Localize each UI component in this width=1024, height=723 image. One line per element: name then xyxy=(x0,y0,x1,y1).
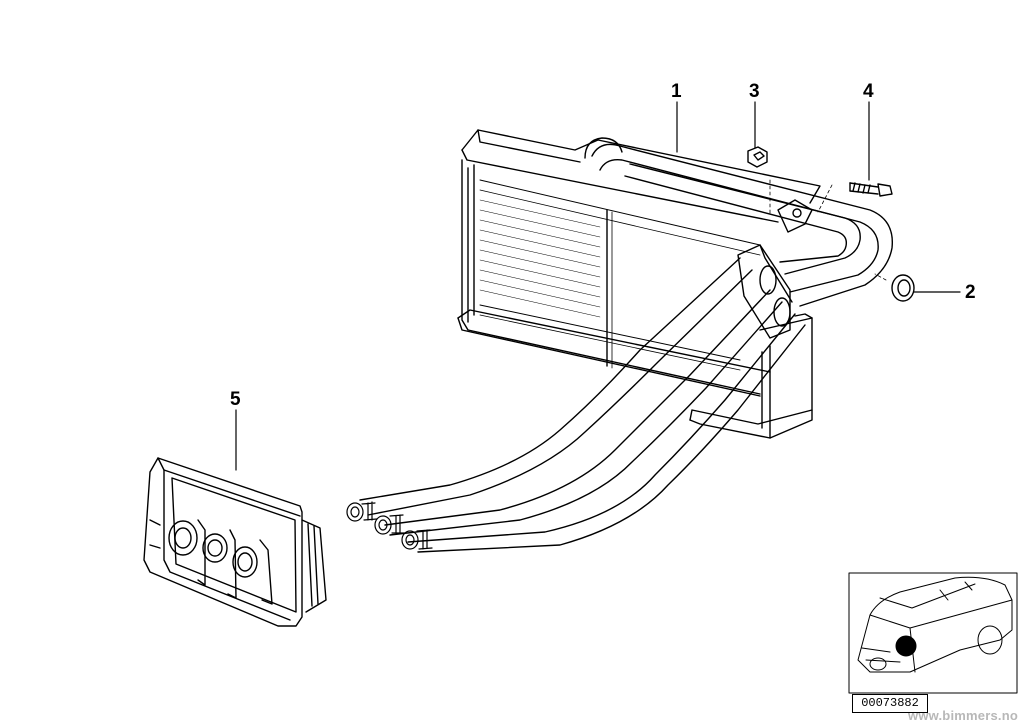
callout-1: 1 xyxy=(671,81,682,102)
callout-3: 3 xyxy=(749,81,760,102)
car-locator-inset xyxy=(848,572,1018,694)
screw xyxy=(849,182,893,197)
pipe-gasket xyxy=(143,457,327,627)
heater-core xyxy=(457,129,821,439)
callout-4: 4 xyxy=(863,81,874,102)
o-ring xyxy=(891,274,915,302)
clip-nut xyxy=(747,146,768,168)
callout-5: 5 xyxy=(230,389,241,410)
part-number-label: 00073882 xyxy=(852,694,928,713)
coolant-pipes xyxy=(346,137,894,553)
location-marker xyxy=(895,635,917,657)
callout-2: 2 xyxy=(965,282,976,303)
leader-lines xyxy=(235,101,961,471)
watermark-text: www.bimmers.no xyxy=(908,708,1018,723)
